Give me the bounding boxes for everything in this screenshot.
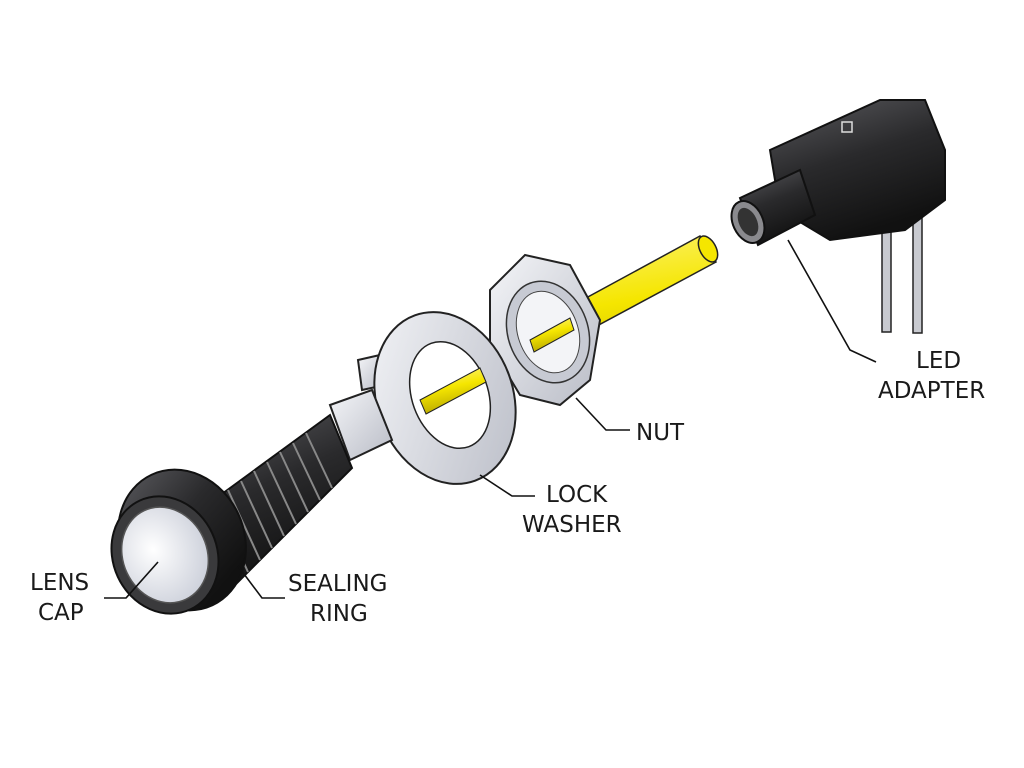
label-adapter: ADAPTER — [878, 378, 985, 404]
nut — [489, 253, 602, 407]
leader-lens-cap — [104, 561, 159, 599]
label-washer: WASHER — [522, 512, 622, 538]
lens-cap — [110, 468, 247, 615]
rod-end — [697, 235, 719, 263]
label-ring: RING — [310, 601, 368, 627]
led-adapter — [730, 99, 946, 334]
label-lens: LENS — [30, 570, 89, 596]
leader-led-adapter — [787, 239, 877, 363]
leader-sealing-ring — [237, 565, 285, 599]
leader-nut — [575, 397, 630, 431]
label-led: LED — [916, 348, 961, 374]
label-nut: NUT — [636, 420, 685, 446]
leader-lock-washer — [479, 474, 535, 497]
lock-washer — [356, 311, 517, 485]
label-sealing: SEALING — [288, 571, 388, 597]
adapter-marker — [841, 121, 853, 133]
adapter-bore — [737, 207, 759, 237]
label-lock: LOCK — [546, 482, 608, 508]
label-cap: CAP — [38, 600, 84, 626]
